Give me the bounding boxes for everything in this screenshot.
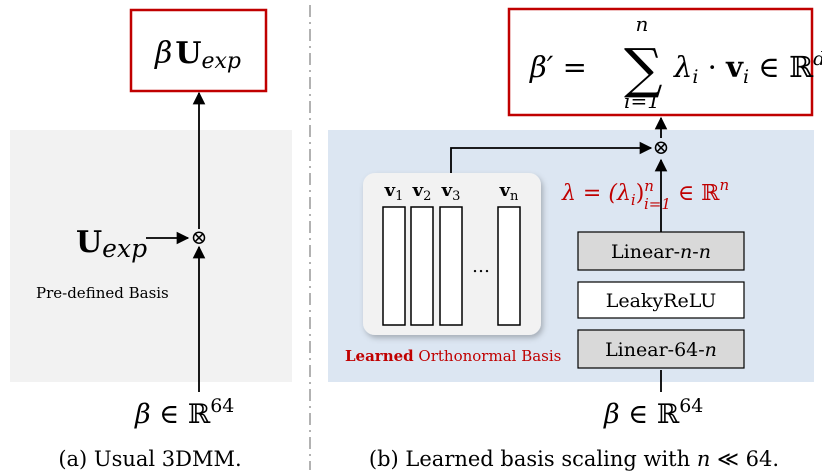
sum-lower-limit: i=1: [624, 89, 660, 113]
left-input-beta: β ∈ ℝ64: [134, 395, 234, 430]
left-panel-background: [10, 130, 292, 382]
layer-leaky-relu-label: LeakyReLU: [606, 290, 717, 312]
basis-label-v1: v1: [384, 180, 404, 204]
sum-upper-limit: n: [636, 12, 649, 36]
right-otimes-icon: ⊗: [653, 135, 670, 159]
layer-linear-64-n-label: Linear-64-n: [605, 339, 717, 361]
right-output-lhs: β′ =: [529, 50, 587, 84]
predefined-basis-label: Pre-defined Basis: [36, 284, 169, 302]
layer-linear-n-n: [577, 231, 745, 271]
left-u-exp-label: Uexp: [76, 225, 147, 263]
right-caption: (b) Learned basis scaling with n ≪ 64.: [369, 447, 779, 471]
learned-basis-label: Learned Orthonormal Basis: [345, 347, 561, 365]
arrow-basis-to-operator: [450, 141, 653, 173]
layer-leaky-relu: [577, 281, 745, 319]
left-otimes-icon: ⊗: [191, 225, 208, 249]
basis-vector-bar-2: [410, 206, 434, 326]
right-input-beta: β ∈ ℝ64: [603, 395, 703, 430]
basis-label-v2: v2: [412, 180, 432, 204]
basis-label-vn: vn: [499, 180, 519, 204]
basis-vector-bar-1: [382, 206, 406, 326]
basis-label-v3: v3: [441, 180, 461, 204]
sigma-icon: ∑: [624, 37, 663, 100]
basis-vector-bar-n: [497, 206, 521, 326]
layer-linear-64-n: [577, 329, 745, 369]
left-output-box: [129, 8, 268, 93]
right-output-box: [507, 7, 814, 117]
layer-linear-n-n-label: Linear-n-n: [611, 241, 711, 263]
basis-vector-bar-3: [439, 206, 463, 326]
left-caption: (a) Usual 3DMM.: [58, 447, 241, 471]
right-output-rhs: λi · vi ∈ ℝd: [673, 48, 822, 88]
basis-ellipsis: …: [472, 256, 490, 277]
